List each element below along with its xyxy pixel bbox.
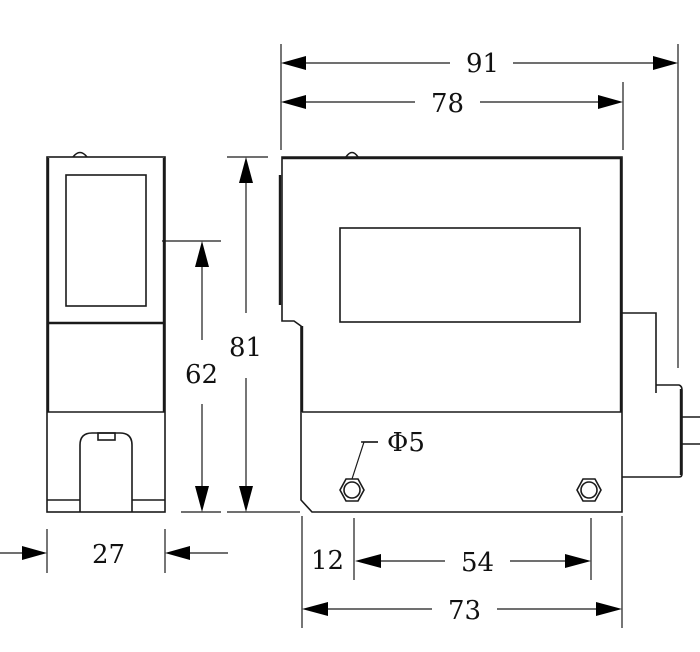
side-view-outline [46, 156, 166, 513]
dimension-78: 78 [281, 82, 624, 150]
mounting-hole-left [339, 478, 365, 502]
arrow-right [565, 554, 591, 568]
side-view-clip-tab [97, 432, 116, 441]
dimension-62: 62 [162, 240, 221, 513]
arrow-up [195, 241, 209, 267]
arrow-right [596, 602, 622, 616]
arrow-down [195, 486, 209, 512]
arrow-left [281, 56, 306, 70]
hole-leader-line [351, 441, 378, 480]
dimension-label-73: 73 [448, 596, 481, 626]
arrow-right [653, 56, 678, 70]
dimension-73: 73 [302, 516, 623, 628]
connector-housing [622, 384, 683, 478]
arrow-right [22, 546, 47, 560]
arrow-left [302, 602, 328, 616]
arrow-left [355, 554, 381, 568]
side-view-clip [79, 432, 133, 512]
arrow-left [281, 95, 306, 109]
dimension-label-81: 81 [229, 333, 262, 363]
dimension-label-78: 78 [431, 89, 464, 119]
dimension-label-62: 62 [185, 360, 218, 390]
side-view-window [65, 174, 147, 307]
arrow-left [165, 546, 190, 560]
arrow-down [239, 486, 253, 512]
dimension-54: 54 [355, 518, 592, 580]
front-view-outline [281, 156, 623, 513]
dimension-27: 27 [0, 529, 228, 573]
dimension-12: 12 [301, 516, 355, 628]
dimension-label-12: 12 [311, 546, 344, 576]
side-view-top-nub [72, 151, 88, 158]
front-view-top-nub [345, 151, 359, 158]
front-view-display-window [339, 227, 581, 323]
connector-housing-top [622, 312, 657, 393]
dimension-label-27: 27 [92, 540, 125, 570]
mounting-hole-right [576, 478, 602, 502]
dimension-81: 81 [227, 156, 300, 513]
hole-diameter-label: Φ5 [387, 428, 425, 458]
front-view: Φ5 [278, 151, 700, 513]
arrow-up [239, 157, 253, 183]
dimension-label-54: 54 [461, 548, 494, 578]
side-view [46, 151, 166, 513]
dimension-91: 91 [280, 44, 679, 368]
arrow-right [598, 95, 623, 109]
dimension-label-91: 91 [466, 49, 499, 79]
